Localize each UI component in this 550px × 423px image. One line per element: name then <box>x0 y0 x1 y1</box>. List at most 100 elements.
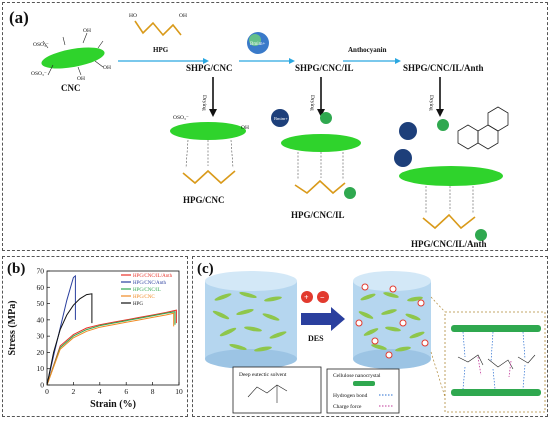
legend-hbond-label: Hydrogen bond <box>333 393 368 399</box>
y-tick-label: 30 <box>37 332 45 341</box>
cnc-rod-right <box>405 313 421 321</box>
cnc-oso3-2: OSO₃⁻ <box>31 71 47 77</box>
panel-a-scheme: (a) OSO₃⁻ OSO₃⁻ OH OH OH CNC HO OH HPG S… <box>2 2 548 251</box>
x-tick-label: 2 <box>72 387 76 396</box>
des-structure-icon <box>247 384 288 403</box>
cnc-rod-left <box>236 308 254 316</box>
cnc-rod-left <box>269 331 287 339</box>
cl-ball-4 <box>475 229 487 241</box>
drying-arrow-3-head <box>436 109 444 117</box>
drying-label-1: Drying <box>201 95 207 111</box>
zoom-line-top <box>430 296 446 313</box>
hpg-cnc-il-chain <box>294 179 346 195</box>
y-tick-label: 60 <box>37 283 45 292</box>
panel-a-letter: (a) <box>9 8 29 27</box>
series-line <box>46 293 93 386</box>
cnc-rod-right <box>407 296 423 302</box>
panel-b-letter: (b) <box>7 261 25 277</box>
y-tick-label: 10 <box>37 364 45 373</box>
minus-icon <box>317 291 329 303</box>
ion-marker-icon <box>389 285 397 293</box>
il-ball-text: Bmim+ <box>250 42 266 47</box>
series-line <box>46 311 176 386</box>
cnc-rod-left <box>264 296 282 302</box>
ion-marker-icon <box>361 283 369 291</box>
x-tick-label: 10 <box>175 387 183 396</box>
x-tick-label: 8 <box>151 387 155 396</box>
hpg-oh-1: HO <box>129 13 137 19</box>
y-tick-label: 50 <box>37 299 45 308</box>
cylinder-after <box>353 271 431 369</box>
cnc-oh-1: OH <box>77 76 85 82</box>
cnc-rod-left <box>262 313 280 321</box>
y-axis-label: Stress (MPa) <box>7 300 18 355</box>
cnc-rod-right <box>371 344 387 350</box>
panel-a-svg: (a) OSO₃⁻ OSO₃⁻ OH OH OH CNC HO OH HPG S… <box>9 8 509 249</box>
hpg-cnc-label: HPG/CNC <box>183 195 225 205</box>
cylinder-before <box>205 271 297 369</box>
cnc-rod-right <box>363 328 379 336</box>
arrow-1-head <box>203 58 209 64</box>
legend-cellulose-label: Cellulose nanocrystal <box>333 373 381 379</box>
legend-label: HPG/CNC/IL <box>133 288 161 293</box>
des-label: DES <box>308 334 324 343</box>
shpg-cnc-label: SHPG/CNC <box>186 63 233 73</box>
ion-marker-icon <box>421 339 429 347</box>
drying-label-2: Drying <box>309 95 315 111</box>
hpg-label: HPG <box>153 46 169 54</box>
legend-label: HPG/CNC <box>133 295 155 300</box>
hpg-cnc-rod <box>170 122 246 140</box>
cnc-rod-left <box>212 310 230 320</box>
cnc-rod-right <box>385 326 401 332</box>
zoom-line-bottom <box>430 351 446 398</box>
drying-arrow-1-head <box>209 109 217 117</box>
y-tick-label: 0 <box>40 381 44 390</box>
hpg-molecule <box>134 20 182 37</box>
cnc-rod-left <box>239 291 257 299</box>
hpg-cnc-oso3: OSO₃⁻ <box>173 115 189 121</box>
bmim-ball-2 <box>399 122 417 140</box>
ion-marker-icon <box>371 337 379 345</box>
cnc-oso3-1: OSO₃⁻ <box>33 42 49 48</box>
cnc-label: CNC <box>61 83 81 93</box>
des-box-title: Deep eutectic solvent <box>239 372 287 378</box>
x-axis-label: Strain (%) <box>90 399 136 410</box>
cl-ball-2 <box>344 187 356 199</box>
x-tick-label: 6 <box>124 387 128 396</box>
y-tick-label: 70 <box>37 267 45 276</box>
zoom-rod-2 <box>451 389 541 396</box>
drying-label-3: Drying <box>428 95 434 111</box>
cl-ball-1 <box>320 112 332 124</box>
plus-sign: + <box>304 293 309 302</box>
ion-marker-icon <box>417 299 425 307</box>
series-line <box>46 312 175 386</box>
hpg-cnc-il-anth-chain <box>422 213 476 230</box>
hpg-oh-2: OH <box>179 13 187 19</box>
panel-c-letter: (c) <box>197 261 214 277</box>
hpg-cnc-il-rod <box>281 134 361 152</box>
des-arrow <box>301 307 345 331</box>
series-line <box>46 274 76 386</box>
arrow-2-head <box>289 58 295 64</box>
cnc-rod-left <box>244 326 262 332</box>
legend-box <box>326 368 400 414</box>
anthocyanin-label: Anthocyanin <box>348 46 387 54</box>
drying-arrow-2-head <box>317 109 325 117</box>
panel-c-mechanism: (c) + − DES <box>192 256 548 417</box>
legend-label: HPG/CNC/IL/Anth <box>133 274 173 279</box>
y-tick-label: 20 <box>37 348 45 357</box>
cnc-rod-right <box>409 331 425 339</box>
y-tick-label: 40 <box>37 315 45 324</box>
cnc-rod-right <box>358 311 374 319</box>
arrow-3-head <box>395 58 401 64</box>
cnc-rod-left <box>214 293 232 301</box>
anthocyanin-rings <box>457 106 509 150</box>
zoom-rod-1 <box>451 325 541 332</box>
shpg-cnc-il-label: SHPG/CNC/IL <box>295 63 354 73</box>
cnc-rod-right <box>360 293 376 301</box>
series-line <box>46 309 177 386</box>
x-tick-label: 0 <box>45 387 49 396</box>
minus-sign: − <box>320 293 325 302</box>
hpg-cnc-chain <box>182 169 236 185</box>
